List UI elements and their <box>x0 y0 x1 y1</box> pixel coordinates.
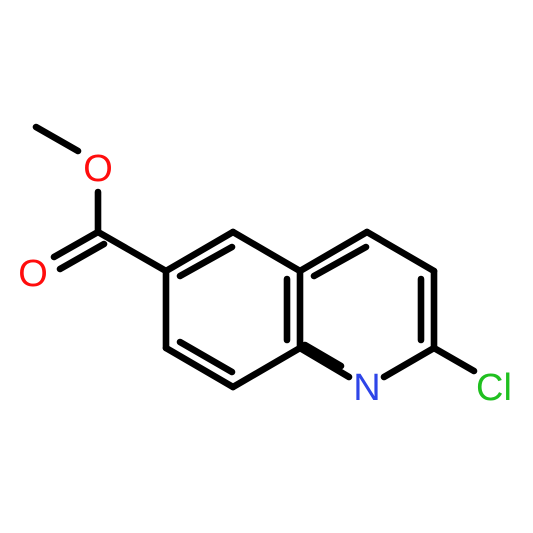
bond-c4a-c4 <box>296 228 371 275</box>
atom-label-nitrogen: N <box>353 367 380 409</box>
bond-c6-c5 <box>162 228 237 275</box>
bond-n-c8a-inner <box>301 341 345 370</box>
bond-c4-c3 <box>363 228 438 275</box>
bond-c8a-c8 <box>229 344 304 391</box>
bond-carbonyl-double-1 <box>50 228 102 261</box>
bond-c8-c7-inner <box>176 338 236 376</box>
bond-c4a-c4-inner <box>310 243 370 280</box>
atom-label-carbonyl-oxygen: O <box>18 253 48 295</box>
bond-n-c8a <box>296 344 353 381</box>
atom-label-ester-oxygen: O <box>83 148 113 190</box>
bond-c2-cl <box>430 344 478 375</box>
atom-label-chlorine: Cl <box>476 367 512 409</box>
bond-methyl-ester-o <box>32 123 82 155</box>
bond-c6-c5-inner <box>176 243 236 280</box>
bond-c8-c7 <box>162 344 237 391</box>
bond-c2-n <box>380 344 438 381</box>
bond-c5-c4a <box>229 228 304 275</box>
bond-carbonyl-double-2 <box>56 240 108 273</box>
bond-carbonyl-c-ring <box>94 228 170 275</box>
